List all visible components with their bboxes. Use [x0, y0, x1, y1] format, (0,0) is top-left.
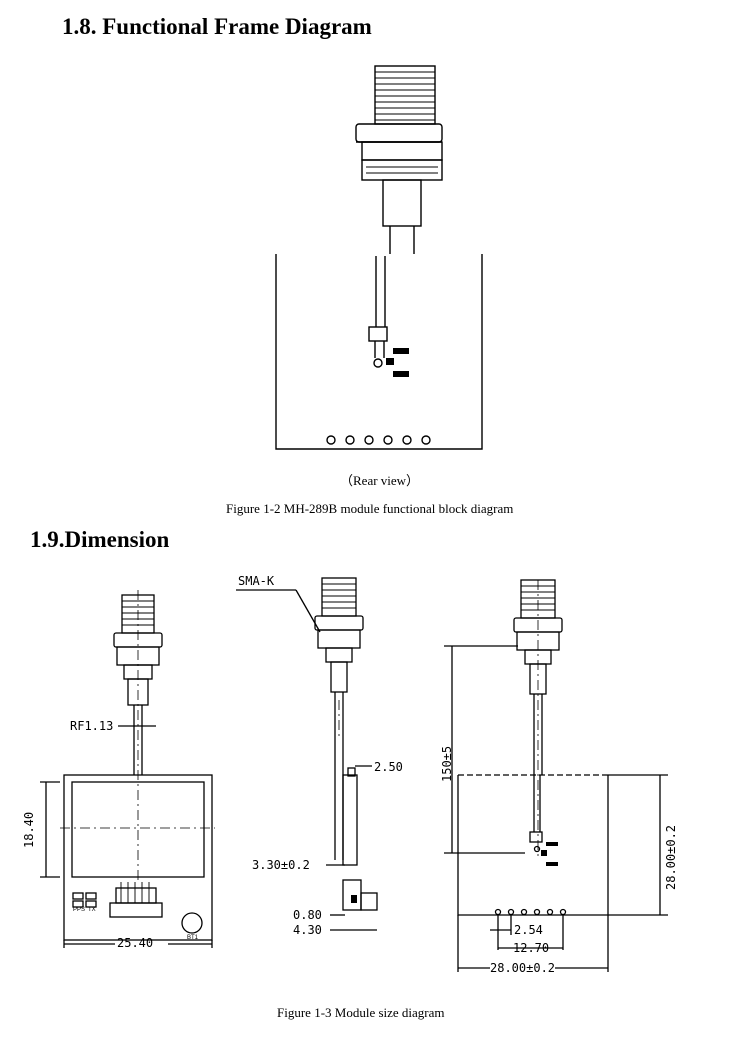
dim-pin-pitch: 2.54: [514, 923, 543, 937]
dim-frame-height: 28.00±0.2: [664, 824, 678, 890]
section-heading-dimension: 1.9.Dimension: [30, 527, 170, 552]
figure-1-2-caption: Figure 1-2 MH-289B module functional blo…: [226, 501, 514, 516]
dim-pin-span: 12.70: [513, 941, 550, 955]
figure-1-3-caption: Figure 1-3 Module size diagram: [277, 1005, 445, 1020]
dim-pin-offset: 0.80: [293, 908, 322, 922]
dim-side-height: 3.30±0.2: [252, 858, 310, 872]
dim-side-thickness: 2.50: [374, 760, 403, 774]
dim-module-height: 18.40: [22, 811, 36, 848]
board-label-bt1: BT1: [187, 935, 199, 941]
rf-cable-label: RF1.13: [70, 719, 114, 733]
dim-frame-width: 28.00±0.2: [490, 961, 556, 975]
rear-view-label: （Rear view）: [340, 473, 420, 488]
board-label-tx: TX: [88, 907, 96, 913]
board-label-pps: PPS: [73, 907, 86, 913]
dim-total-depth: 4.30: [293, 923, 322, 937]
sma-k-label: SMA-K: [238, 574, 275, 588]
dim-module-width: 25.40: [117, 936, 154, 950]
section-heading-functional-frame: 1.8. Functional Frame Diagram: [62, 14, 372, 39]
dim-cable-length: 150±5: [440, 745, 454, 782]
